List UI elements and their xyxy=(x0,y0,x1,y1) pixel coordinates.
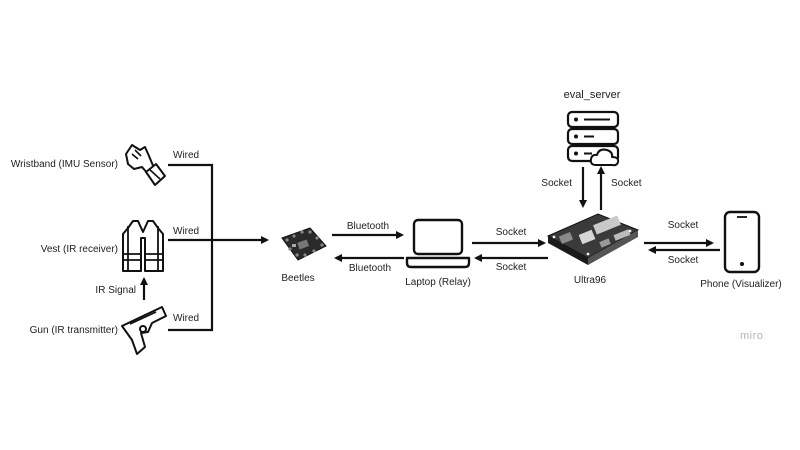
laptop-icon xyxy=(405,218,471,269)
beetles-board-icon xyxy=(281,227,327,261)
miro-watermark: miro xyxy=(740,330,764,342)
phone-to-ultra96-label: Socket xyxy=(667,255,699,266)
eval-server-label: eval_server xyxy=(563,89,621,101)
gun-label: Gun (IR transmitter) xyxy=(29,325,118,336)
ultra96-label: Ultra96 xyxy=(573,275,607,286)
laptop-to-ultra96-label: Socket xyxy=(495,227,527,238)
wristband-label: Wristband (IMU Sensor) xyxy=(10,159,118,170)
eval-to-ultra96-label: Socket xyxy=(611,178,642,189)
wristband-wire xyxy=(168,163,214,240)
wristband-icon xyxy=(125,144,166,186)
phone-label: Phone (Visualizer) xyxy=(700,279,782,290)
phone-icon xyxy=(723,210,761,274)
wristband-wired-label: Wired xyxy=(173,150,200,161)
ultra96-to-laptop-label: Socket xyxy=(495,262,527,273)
ultra96-to-phone-label: Socket xyxy=(667,220,699,231)
ultra96-board-icon xyxy=(546,213,640,265)
gun-wired-label: Wired xyxy=(173,313,200,324)
vest-label: Vest (IR receiver) xyxy=(40,244,118,255)
beetles-to-laptop-label: Bluetooth xyxy=(346,221,390,232)
ir-signal-label: IR Signal xyxy=(95,285,136,296)
laptop-label: Laptop (Relay) xyxy=(405,277,471,288)
vest-icon xyxy=(122,220,164,272)
gun-wire xyxy=(168,240,214,332)
laptop-to-beetles-label: Bluetooth xyxy=(348,263,392,274)
ultra96-to-eval-label: Socket xyxy=(541,178,572,189)
vest-wired-label: Wired xyxy=(173,226,200,237)
beetles-label: Beetles xyxy=(281,273,315,284)
gun-icon xyxy=(121,306,167,355)
server-icon xyxy=(566,110,620,167)
